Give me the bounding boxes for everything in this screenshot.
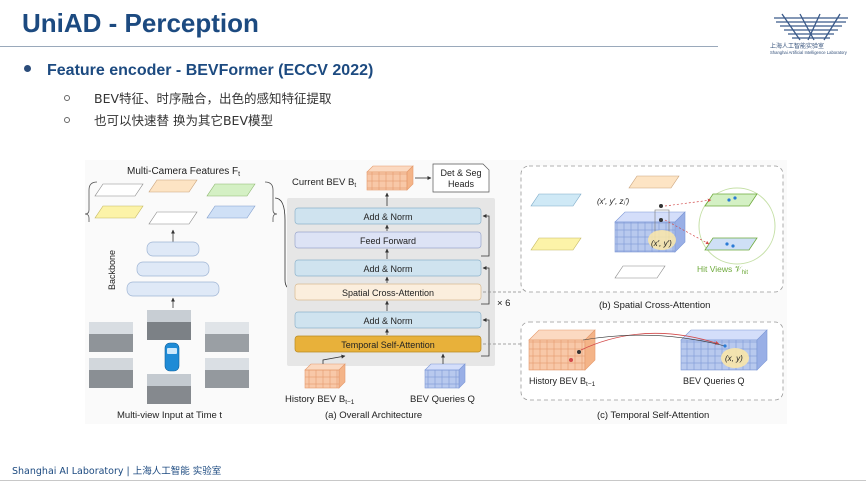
temporal-queries-grid — [680, 329, 768, 371]
bev-queries-grid — [424, 363, 466, 389]
block-add-norm-1: Add & Norm — [294, 311, 482, 329]
heads-label-line1: Det & Seg — [440, 168, 481, 178]
point-3d-label: (x′, y′, zⱼ′) — [597, 197, 629, 206]
block-temporal-self-attention: Temporal Self-Attention — [294, 335, 482, 353]
temporal-point-label: (x, y) — [725, 354, 743, 363]
figure-canvas: Multi-Camera Features Ft Backbone Multi-… — [85, 163, 784, 421]
bev-queries-label: BEV Queries Q — [410, 394, 475, 405]
footer-text: Shanghai AI Laboratory | 上海人工智能 实验室 — [12, 466, 222, 477]
ring-bullet-icon — [64, 94, 70, 101]
point-2d-label: (x′, y′) — [651, 239, 672, 248]
feature-map — [206, 205, 256, 219]
middle-panel: Current BEV Bt Det & Seg Heads Add & Nor… — [285, 163, 510, 421]
backbone-label: Backbone — [107, 250, 117, 290]
feature-map — [148, 179, 198, 193]
slide-title: UniAD - Perception — [22, 8, 259, 38]
camera-features-label: Multi-Camera Features Ft — [127, 166, 240, 178]
logo-text-en: Shanghai Artificial Intelligence Laborat… — [770, 50, 847, 55]
svg-text:Add & Norm: Add & Norm — [363, 212, 412, 222]
feature-map — [94, 205, 144, 219]
current-bev-grid — [366, 165, 414, 191]
svg-text:Add & Norm: Add & Norm — [363, 264, 412, 274]
backbone-stage — [126, 281, 220, 297]
car-icon — [164, 342, 180, 372]
sub-bullet-1-text: BEV特征、时序融合，出色的感知特征提取 — [94, 91, 332, 106]
sub-bullet-2-text: 也可以快速替 换为其它BEV模型 — [94, 113, 273, 128]
history-bev-grid — [304, 363, 346, 389]
camera-photos — [89, 310, 249, 404]
svg-text:Spatial Cross-Attention: Spatial Cross-Attention — [342, 288, 434, 298]
block-feed-forward: Feed Forward — [294, 231, 482, 249]
block-add-norm-2: Add & Norm — [294, 259, 482, 277]
sub-bullet-1: BEV特征、时序融合，出色的感知特征提取 — [64, 88, 332, 107]
main-bullet-text: Feature encoder - BEVFormer (ECCV 2022) — [47, 62, 374, 79]
temporal-history-bev-label: History BEV Bt−1 — [529, 376, 596, 388]
temporal-history-grid — [528, 329, 596, 371]
svg-text:Feed Forward: Feed Forward — [360, 236, 416, 246]
backbone-stage — [146, 241, 200, 257]
hit-views-label: Hit Views 𝒱hit — [697, 264, 748, 276]
multi-view-input-label: Multi-view Input at Time t — [117, 410, 222, 421]
temporal-self-attention-caption: (c) Temporal Self-Attention — [597, 410, 709, 421]
ring-bullet-icon — [64, 116, 70, 123]
main-bullet: Feature encoder - BEVFormer (ECCV 2022) — [24, 62, 373, 80]
bevformer-architecture-figure: Multi-Camera Features Ft Backbone Multi-… — [85, 160, 787, 424]
temporal-panel: (x, y) History BEV Bt−1 BEV Queries Q (c… — [520, 321, 784, 421]
footer-divider — [0, 480, 866, 481]
logo-text-cn: 上海人工智能实验室 — [770, 43, 825, 50]
feature-map — [94, 183, 144, 197]
spatial-cross-attention-caption: (b) Spatial Cross-Attention — [599, 300, 710, 311]
lab-logo-icon — [774, 13, 848, 41]
current-bev-label: Current BEV Bt — [292, 177, 356, 189]
history-bev-label: History BEV Bt−1 — [285, 394, 355, 406]
heads-box — [432, 163, 490, 193]
repeat-label: × 6 — [497, 298, 510, 309]
svg-text:Temporal Self-Attention: Temporal Self-Attention — [341, 340, 435, 350]
block-add-norm-3: Add & Norm — [294, 207, 482, 225]
bev-grid-3d — [614, 211, 686, 253]
block-spatial-cross-attention: Spatial Cross-Attention — [294, 283, 482, 301]
overall-architecture-caption: (a) Overall Architecture — [325, 410, 422, 421]
temporal-bev-queries-label: BEV Queries Q — [683, 376, 745, 386]
feature-map — [148, 211, 198, 225]
bullet-dot-icon — [24, 65, 31, 73]
left-panel: Multi-Camera Features Ft Backbone Multi-… — [85, 166, 278, 421]
spatial-panel: (x′, y′, zⱼ′) (x′, y′) Hit Views 𝒱hit (b… — [520, 165, 784, 311]
sub-bullet-2: 也可以快速替 换为其它BEV模型 — [64, 110, 273, 129]
heads-label-line2: Heads — [448, 179, 475, 189]
svg-text:Add & Norm: Add & Norm — [363, 316, 412, 326]
feature-map — [206, 183, 256, 197]
title-divider — [0, 46, 718, 47]
backbone-stage — [136, 261, 210, 277]
